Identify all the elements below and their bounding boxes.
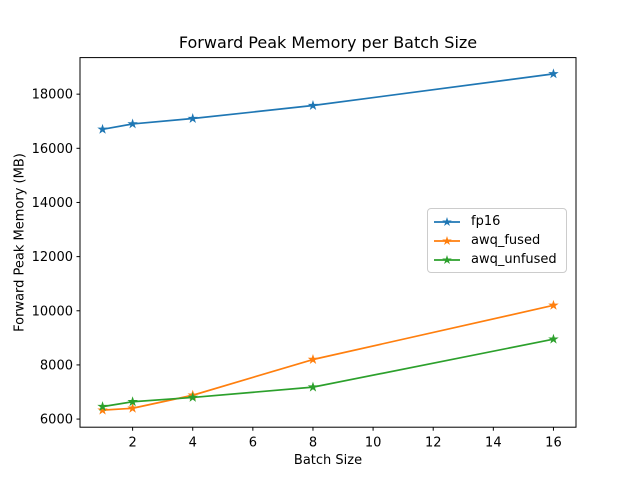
y-axis: 6000 8000 10000 12000 14000 16000 18000 <box>32 88 80 428</box>
x-tick-label: 10 <box>365 436 382 451</box>
x-axis: 2 4 6 8 10 12 14 16 <box>128 427 562 451</box>
star-marker <box>127 118 138 129</box>
legend-label: fp16 <box>471 214 501 229</box>
x-tick-label: 2 <box>128 436 136 451</box>
legend-label: awq_fused <box>471 233 541 248</box>
legend-item: fp16 <box>433 212 557 231</box>
star-marker <box>307 100 319 110</box>
series-fp16 <box>97 68 559 134</box>
y-tick-label: 14000 <box>32 196 73 211</box>
legend: fp16 awq_fused awq_unfused <box>427 208 567 273</box>
series-awq_unfused <box>97 333 559 412</box>
y-tick-label: 6000 <box>40 413 73 428</box>
star-marker <box>307 354 319 364</box>
star-marker <box>442 235 452 245</box>
star-marker <box>442 254 452 264</box>
star-marker <box>548 68 559 79</box>
x-tick-label: 8 <box>309 436 317 451</box>
star-marker <box>548 299 559 310</box>
star-marker <box>127 402 138 413</box>
y-tick-label: 18000 <box>32 88 73 103</box>
legend-item: awq_fused <box>433 231 557 250</box>
star-marker <box>127 396 138 407</box>
y-tick-label: 8000 <box>40 358 73 373</box>
legend-line-marker-icon <box>434 235 460 245</box>
star-marker <box>97 401 108 412</box>
y-axis-label: Forward Peak Memory (MB) <box>12 153 28 332</box>
legend-item: awq_unfused <box>433 250 557 269</box>
star-marker <box>97 404 108 415</box>
star-marker <box>307 381 319 392</box>
x-tick-label: 4 <box>189 436 197 451</box>
star-marker <box>442 216 452 226</box>
x-tick-label: 14 <box>485 436 502 451</box>
y-tick-label: 16000 <box>32 142 73 157</box>
x-axis-label: Batch Size <box>293 453 363 468</box>
x-tick-label: 12 <box>425 436 442 451</box>
legend-line-marker-icon <box>434 216 460 226</box>
star-marker <box>548 333 559 344</box>
chart-title: Forward Peak Memory per Batch Size <box>178 33 478 52</box>
legend-line-marker-icon <box>434 254 460 264</box>
y-tick-label: 10000 <box>32 304 73 319</box>
star-marker <box>97 123 108 134</box>
star-marker <box>187 113 198 123</box>
y-tick-label: 12000 <box>32 250 73 265</box>
x-tick-label: 16 <box>545 436 562 451</box>
x-tick-label: 6 <box>249 436 257 451</box>
legend-label: awq_unfused <box>471 252 557 267</box>
star-marker <box>187 391 198 402</box>
